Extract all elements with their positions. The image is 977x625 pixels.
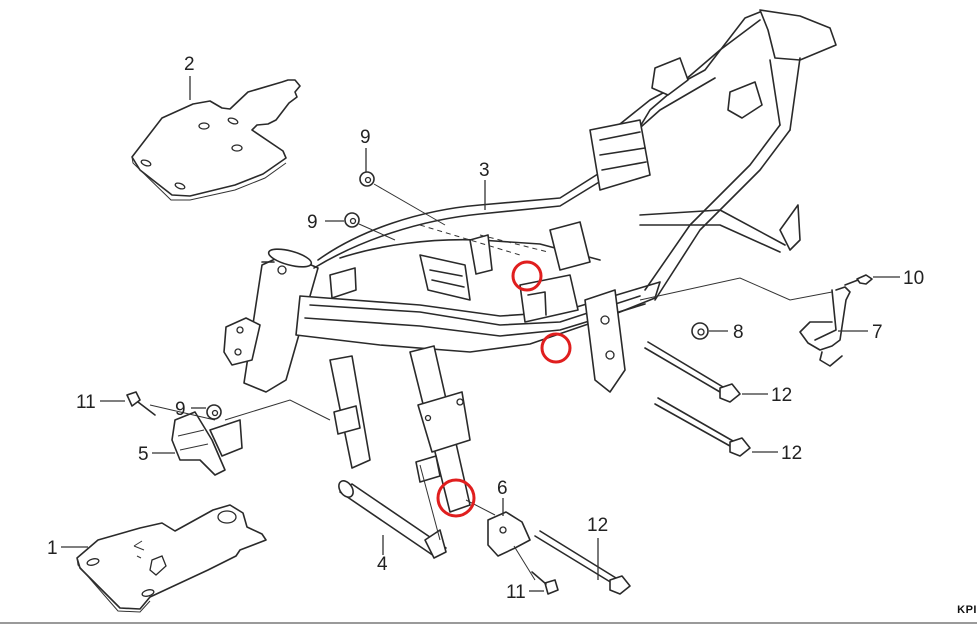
callout-6: 6 xyxy=(497,478,508,499)
callout-9-top: 9 xyxy=(360,127,371,148)
callout-3: 3 xyxy=(479,160,490,181)
callout-12-upper: 12 xyxy=(771,385,792,406)
callout-9-mid: 9 xyxy=(307,212,318,233)
callout-1: 1 xyxy=(47,538,58,559)
lower-engine-mount-marker[interactable] xyxy=(436,478,476,518)
upper-plate-part xyxy=(131,79,301,201)
callout-12-bottom: 12 xyxy=(587,515,608,536)
upper-engine-mount-marker[interactable] xyxy=(511,260,543,292)
bracket-right-part xyxy=(465,499,536,581)
callout-11-bottom: 11 xyxy=(506,582,526,603)
hanger-bracket-part xyxy=(639,277,851,367)
callout-9-left: 9 xyxy=(175,399,186,420)
callout-2: 2 xyxy=(184,54,195,75)
callout-11-left: 11 xyxy=(76,392,96,413)
leader-lines xyxy=(61,76,900,592)
callout-8: 8 xyxy=(733,322,744,343)
callout-labels: 2 3 9 9 9 11 5 1 4 6 11 12 8 7 10 12 12 xyxy=(47,54,924,603)
bracket-left-part xyxy=(149,399,331,476)
lower-plate-part xyxy=(76,504,267,613)
callout-12-lower: 12 xyxy=(781,443,802,464)
rear-engine-mount-marker[interactable] xyxy=(540,332,572,364)
callout-10: 10 xyxy=(903,268,924,289)
callout-5: 5 xyxy=(138,444,149,465)
pivot-shaft-part xyxy=(338,464,447,559)
callout-7: 7 xyxy=(872,322,883,343)
diagram-code: KPI xyxy=(957,604,977,616)
frame-body-part xyxy=(223,9,837,513)
fasteners xyxy=(126,171,873,595)
callout-4: 4 xyxy=(377,554,388,575)
